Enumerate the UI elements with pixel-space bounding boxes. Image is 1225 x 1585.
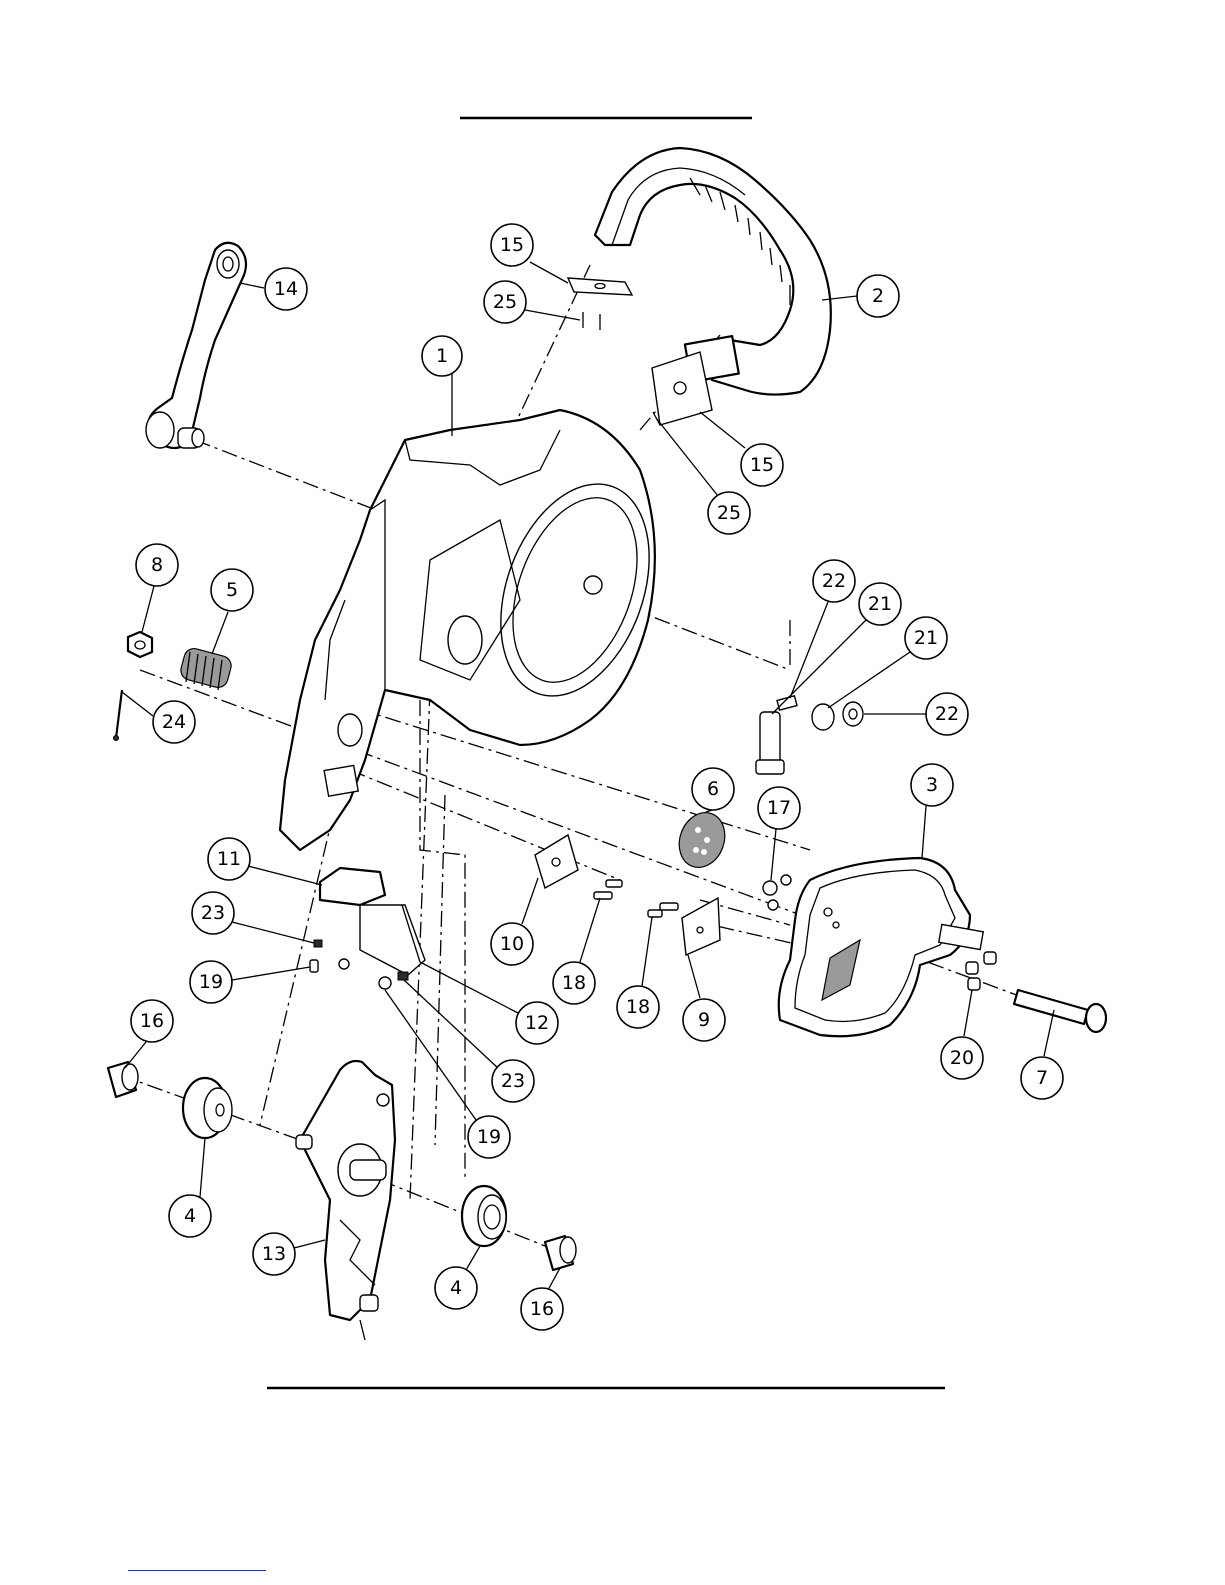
part-1-main-housing (280, 410, 677, 850)
part-18-screws (594, 880, 678, 917)
svg-text:25: 25 (717, 502, 741, 524)
callout-4-left: 4 (169, 1138, 211, 1237)
part-20-bushings (966, 952, 996, 990)
part-22-clip-left (777, 696, 797, 710)
callout-5: 5 (211, 569, 253, 654)
callout-23-left: 23 (192, 892, 314, 943)
svg-text:14: 14 (274, 278, 298, 300)
svg-text:6: 6 (707, 778, 719, 800)
part-6-disc (672, 806, 732, 874)
svg-text:24: 24 (162, 711, 186, 733)
callout-1: 1 (422, 336, 462, 436)
svg-text:9: 9 (698, 1009, 710, 1031)
svg-text:19: 19 (477, 1126, 501, 1148)
svg-text:19: 19 (199, 971, 223, 993)
callout-18-right: 18 (617, 917, 659, 1028)
svg-text:18: 18 (562, 972, 586, 994)
svg-text:20: 20 (950, 1047, 974, 1069)
svg-text:23: 23 (201, 902, 225, 924)
callout-19-left: 19 (190, 961, 310, 1003)
part-3-side-cover (779, 858, 983, 1036)
svg-text:16: 16 (530, 1298, 554, 1320)
part-8-nut (128, 632, 152, 657)
part-10-plate (535, 835, 578, 888)
part-14-link-arm (146, 243, 246, 448)
callout-7: 7 (1021, 1010, 1063, 1099)
svg-text:5: 5 (226, 579, 238, 601)
callout-25-lower: 25 (656, 418, 750, 534)
svg-text:21: 21 (914, 627, 938, 649)
svg-text:25: 25 (493, 291, 517, 313)
svg-text:1: 1 (436, 345, 448, 367)
part-9-plate (682, 898, 720, 955)
part-5-spring (179, 646, 234, 690)
callout-16-right: 16 (521, 1268, 563, 1330)
part-4-pulley-right (462, 1186, 506, 1246)
part-16-bushing-left (108, 1062, 138, 1097)
callout-10: 10 (491, 878, 538, 965)
callout-17: 17 (758, 787, 800, 880)
callout-22-right: 22 (864, 693, 968, 735)
svg-text:13: 13 (262, 1243, 286, 1265)
callout-15-upper: 15 (491, 224, 568, 283)
callout-15-lower: 15 (700, 412, 783, 486)
part-13-lever (296, 1061, 395, 1340)
svg-text:15: 15 (750, 454, 774, 476)
svg-text:12: 12 (525, 1012, 549, 1034)
callout-13: 13 (253, 1233, 325, 1275)
callout-16-left: 16 (125, 1000, 173, 1068)
svg-text:15: 15 (500, 234, 524, 256)
callout-19-right: 19 (385, 990, 510, 1158)
part-4-pulley-left (183, 1078, 232, 1138)
part-21-bolt-left (756, 712, 784, 774)
part-2-handle (595, 148, 831, 395)
svg-text:4: 4 (184, 1205, 196, 1227)
svg-text:21: 21 (868, 593, 892, 615)
callout-9: 9 (683, 955, 725, 1041)
svg-text:7: 7 (1036, 1067, 1048, 1089)
callout-18-left: 18 (553, 898, 600, 1004)
part-7-pin (1014, 990, 1106, 1032)
svg-text:4: 4 (450, 1277, 462, 1299)
callout-3: 3 (911, 764, 953, 858)
svg-text:2: 2 (872, 285, 884, 307)
callout-21-right: 21 (828, 617, 947, 708)
part-21-cap-right (812, 704, 834, 730)
callout-24: 24 (122, 692, 195, 743)
callout-8: 8 (136, 544, 178, 632)
svg-text:17: 17 (767, 797, 791, 819)
svg-text:23: 23 (501, 1070, 525, 1092)
callout-2: 2 (822, 275, 899, 317)
callout-14: 14 (240, 268, 307, 310)
callout-23-right: 23 (404, 980, 534, 1102)
part-19-screws (310, 959, 391, 989)
part-15-plate-upper (568, 278, 632, 330)
svg-text:22: 22 (822, 570, 846, 592)
part-11-bracket-top (320, 868, 385, 905)
assembly-axes (120, 265, 1030, 1250)
svg-text:8: 8 (151, 554, 163, 576)
part-17-balls (763, 875, 791, 910)
callout-12: 12 (420, 962, 558, 1044)
callout-22-left: 22 (790, 560, 855, 698)
callout-4-right: 4 (435, 1246, 480, 1309)
part-24-pin (114, 690, 123, 741)
part-12-bracket (360, 905, 425, 975)
part-22-washer-right (843, 702, 863, 726)
callout-6: 6 (692, 768, 734, 812)
svg-text:22: 22 (935, 703, 959, 725)
bottom-link-underline[interactable] (128, 1570, 266, 1571)
svg-text:11: 11 (217, 848, 241, 870)
svg-text:16: 16 (140, 1010, 164, 1032)
svg-text:18: 18 (626, 996, 650, 1018)
part-16-bushing-right (545, 1236, 576, 1270)
svg-text:10: 10 (500, 933, 524, 955)
svg-text:3: 3 (926, 774, 938, 796)
callout-20: 20 (941, 990, 983, 1079)
